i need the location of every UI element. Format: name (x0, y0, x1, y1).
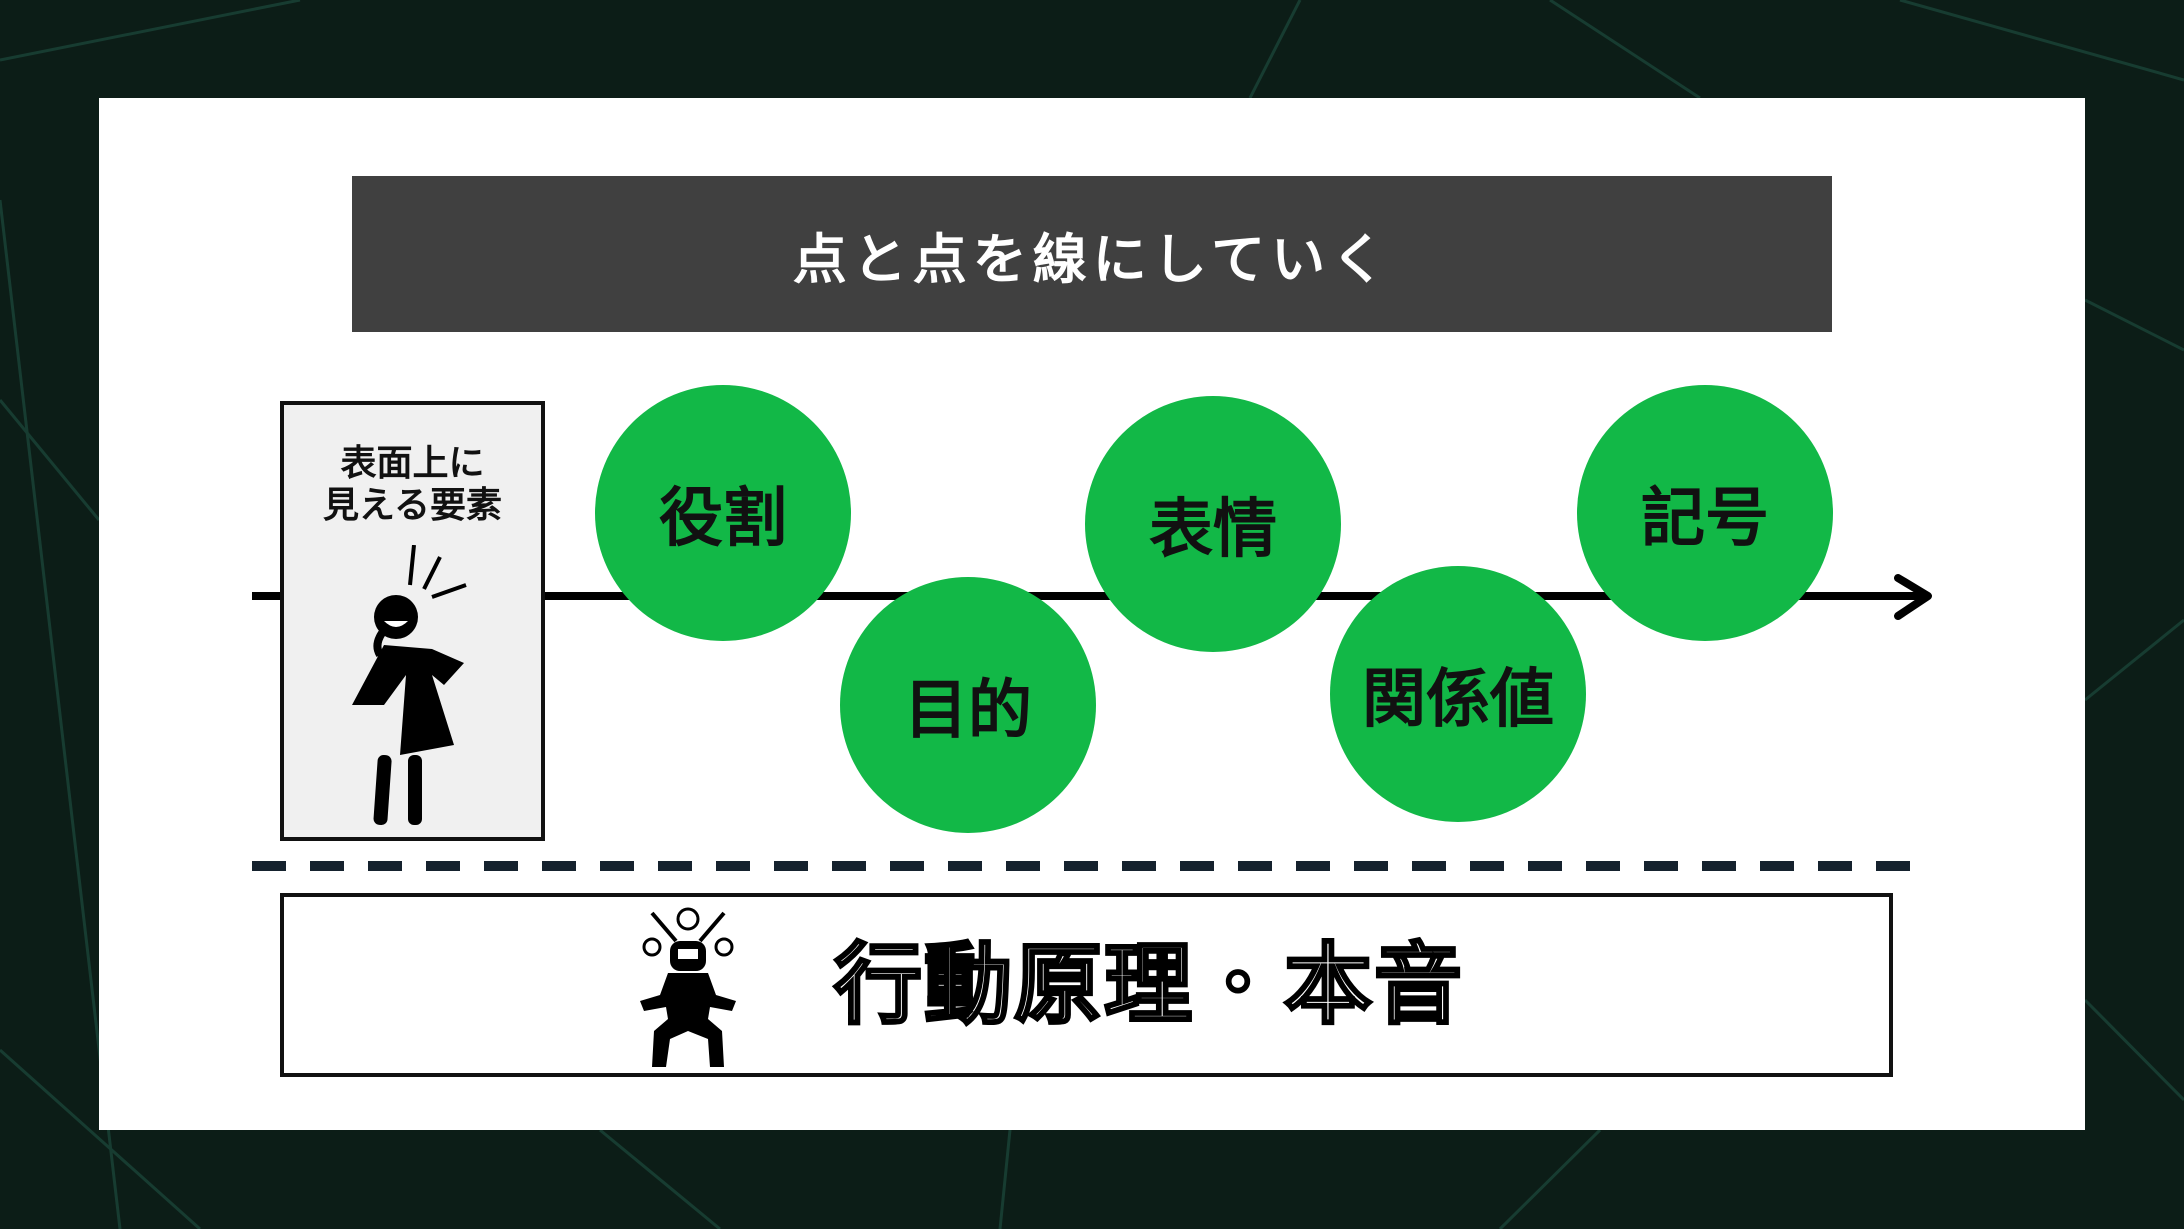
angry-person-icon (640, 907, 736, 1067)
circle-symbol: 記号 (1577, 385, 1833, 641)
circle-label: 関係値 (1362, 663, 1554, 737)
timeline-line (252, 592, 1922, 600)
arrow-right-icon (1894, 574, 1932, 620)
circle-label: 表情 (1149, 493, 1277, 567)
surface-elements-label: 表面上に 見える要素 (284, 443, 541, 527)
core-motivation-box: 行動原理・本音 (280, 893, 1893, 1077)
circle-label: 目的 (904, 674, 1032, 748)
circle-expression: 表情 (1085, 396, 1341, 652)
woman-pictogram-icon (352, 545, 467, 825)
core-motivation-label: 行動原理・本音 (832, 933, 1465, 1036)
label-line-1: 表面上に (340, 443, 485, 484)
title-text: 点と点を線にしていく (792, 227, 1392, 291)
circle-role: 役割 (595, 385, 851, 641)
circle-label: 役割 (659, 482, 787, 556)
circle-purpose: 目的 (840, 577, 1096, 833)
circle-label: 記号 (1641, 482, 1769, 556)
circle-relationship: 関係値 (1330, 566, 1586, 822)
dashed-divider (252, 861, 1922, 871)
title-banner: 点と点を線にしていく (352, 176, 1832, 332)
label-line-2: 見える要素 (323, 485, 502, 526)
surface-elements-box: 表面上に 見える要素 (280, 401, 545, 841)
